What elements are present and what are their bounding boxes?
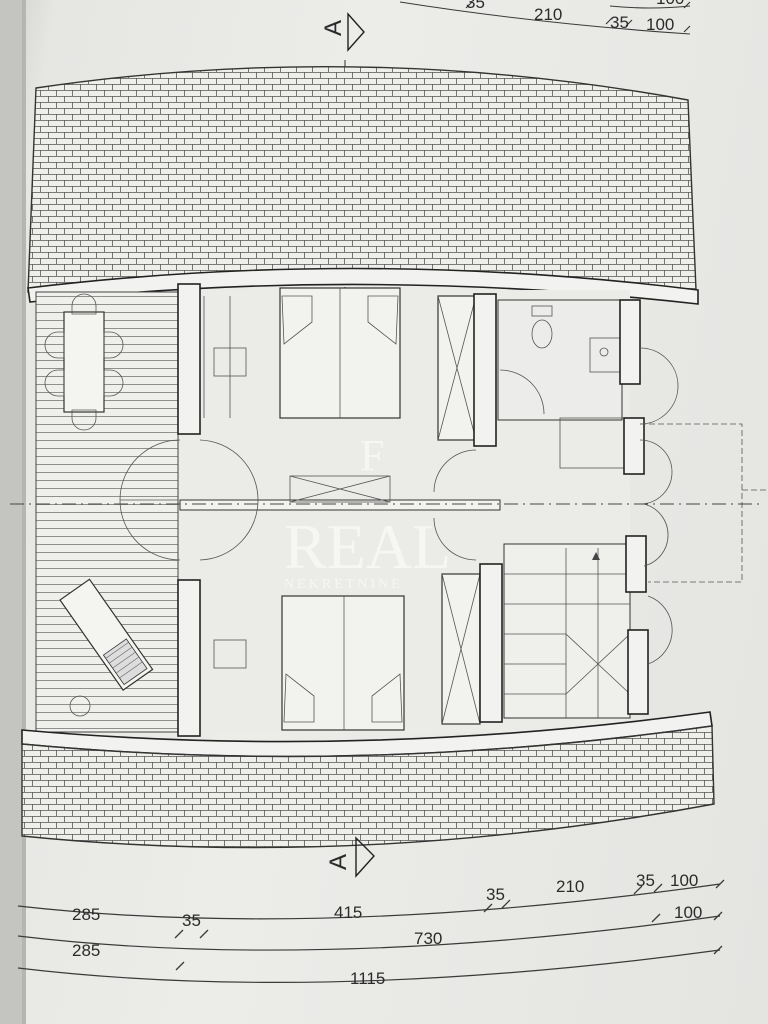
staircase xyxy=(503,543,631,719)
dim-top-210: 210 xyxy=(534,5,562,24)
right-facade xyxy=(619,299,768,715)
section-label-top: A xyxy=(320,20,347,36)
page-edge-shadow xyxy=(0,0,22,1024)
dim-top-100b: 100 xyxy=(656,0,684,8)
dining-table xyxy=(44,293,124,431)
dim-row3-1115: 1115 xyxy=(350,969,385,988)
watermark-brand: REAL xyxy=(284,511,451,582)
dim-row2-285: 285 xyxy=(72,941,100,960)
bedroom-lower xyxy=(213,595,405,731)
dim-top-35: 35 xyxy=(466,0,485,12)
dim-row2-100: 100 xyxy=(674,903,702,922)
terrace-walls xyxy=(119,283,201,737)
dim-row1-35b: 35 xyxy=(486,885,505,904)
top-wall xyxy=(27,267,699,305)
bedroom-upper xyxy=(203,287,401,419)
bathroom xyxy=(497,299,625,469)
dim-row2-730: 730 xyxy=(414,929,442,948)
section-marker-bottom: A xyxy=(325,836,375,878)
dim-row1-415: 415 xyxy=(334,903,362,922)
dimension-lines xyxy=(17,879,725,983)
partition-lower xyxy=(479,563,503,723)
partition-upper xyxy=(473,293,497,447)
lower-tile-band xyxy=(21,725,715,849)
watermark-logo: F xyxy=(360,431,384,480)
dim-row1-35c: 35 xyxy=(636,871,655,890)
upper-tile-band xyxy=(27,65,697,293)
dim-row1-285: 285 xyxy=(72,905,100,924)
top-dimension-line: 35 210 35 100 100 xyxy=(399,0,691,35)
dim-row1-35: 35 xyxy=(182,911,201,930)
dim-top-35b: 35 xyxy=(610,13,629,32)
sun-lounger xyxy=(59,578,154,691)
dim-row1-100: 100 xyxy=(670,871,698,890)
dim-top-100: 100 xyxy=(646,15,674,34)
corridor xyxy=(179,439,501,561)
section-label-bottom: A xyxy=(325,854,352,870)
dim-row1-210: 210 xyxy=(556,877,584,896)
watermark-tagline: NEKRETNINE xyxy=(284,577,403,592)
watermark: F REAL NEKRETNINE xyxy=(284,431,451,592)
